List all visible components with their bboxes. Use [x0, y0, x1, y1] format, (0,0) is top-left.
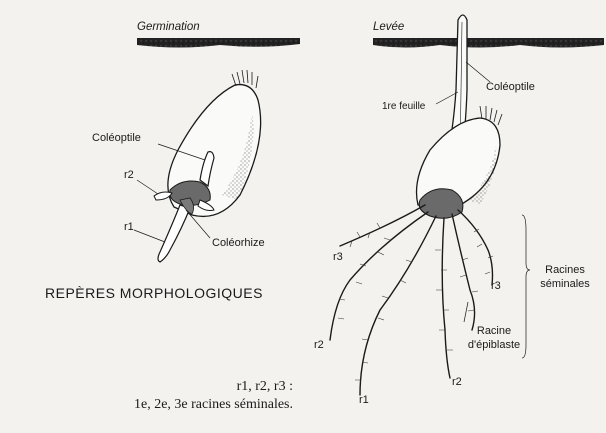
soil-surface-right — [373, 38, 604, 48]
label-r2-right-levee: r2 — [452, 377, 462, 388]
leader-r2-left — [137, 180, 158, 194]
caption: r1, r2, r3 : 1e, 2e, 3e racines séminale… — [60, 378, 293, 413]
label-r3-left: r3 — [333, 252, 343, 263]
label-coleoptile-left: Coléoptile — [92, 133, 141, 144]
caption-line-2: 1e, 2e, 3e racines séminales. — [60, 396, 293, 414]
leader-epiblaste — [464, 302, 468, 322]
label-racines-seminales: Racines séminales — [534, 263, 596, 292]
germination-title: Germination — [137, 22, 200, 34]
label-r1-left: r1 — [124, 222, 134, 233]
root-r3-right — [458, 210, 493, 285]
label-r3-right: r3 — [491, 281, 501, 292]
heading-reperes-morphologiques: REPÈRES MORPHOLOGIQUES — [45, 285, 263, 301]
root-r1 — [360, 216, 436, 395]
root-r3-left — [340, 205, 425, 246]
levee-title: Levée — [373, 22, 404, 34]
label-racine-epiblaste: Racine d'épiblaste — [452, 324, 536, 353]
label-r1-levee: r1 — [359, 395, 369, 406]
root-r2-right — [442, 218, 450, 378]
label-r2-left-levee: r2 — [314, 340, 324, 351]
label-premiere-feuille: 1re feuille — [382, 102, 425, 112]
root-epiblaste — [452, 214, 475, 330]
label-r2-left: r2 — [124, 170, 134, 181]
germinating-grain — [154, 70, 261, 262]
label-coleoptile-right: Coléoptile — [486, 82, 535, 93]
soil-surface-left — [137, 38, 300, 48]
root-r2-left — [330, 212, 428, 340]
label-coleorhize: Coléorhize — [212, 238, 265, 249]
leader-coleoptile-right — [466, 62, 490, 82]
caption-line-1: r1, r2, r3 : — [60, 378, 293, 396]
germination-panel — [134, 38, 300, 262]
leader-r1-left — [134, 230, 165, 242]
